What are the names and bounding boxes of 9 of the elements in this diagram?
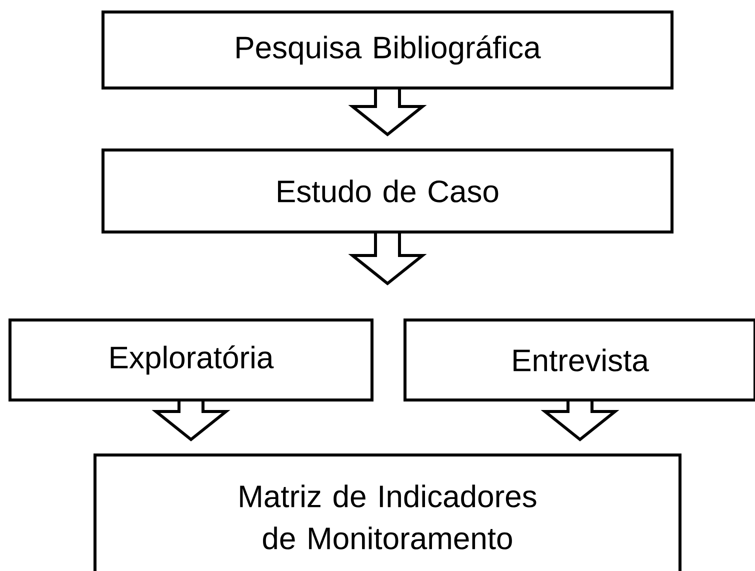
process-box: Pesquisa Bibliográfica xyxy=(102,10,674,90)
process-box: Exploratória xyxy=(8,318,374,402)
process-box: Matriz de Indicadores de Monitoramento xyxy=(94,454,682,571)
block-arrow xyxy=(348,232,427,286)
process-box: Entrevista xyxy=(404,318,755,402)
process-box: Estudo de Caso xyxy=(102,148,674,234)
block-arrow xyxy=(348,88,427,136)
block-arrow xyxy=(152,400,230,442)
block-arrow xyxy=(540,400,620,442)
